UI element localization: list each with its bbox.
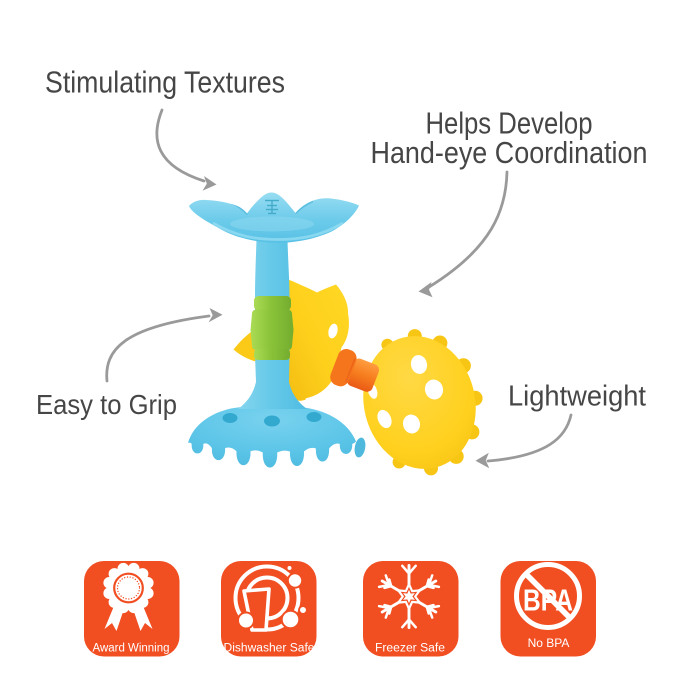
svg-text:Hand-eye Coordination: Hand-eye Coordination	[371, 135, 648, 170]
svg-text:Lightweight: Lightweight	[508, 381, 646, 413]
svg-text:Easy to Grip: Easy to Grip	[36, 389, 177, 420]
svg-text:No BPA: No BPA	[528, 636, 570, 650]
svg-text:Freezer Safe: Freezer Safe	[375, 643, 445, 655]
svg-text:Helps Develop: Helps Develop	[426, 106, 593, 141]
svg-text:Dishwasher Safe: Dishwasher Safe	[224, 643, 315, 655]
svg-text:Stimulating Textures: Stimulating Textures	[45, 65, 285, 100]
svg-text:Award Winning: Award Winning	[93, 643, 170, 655]
